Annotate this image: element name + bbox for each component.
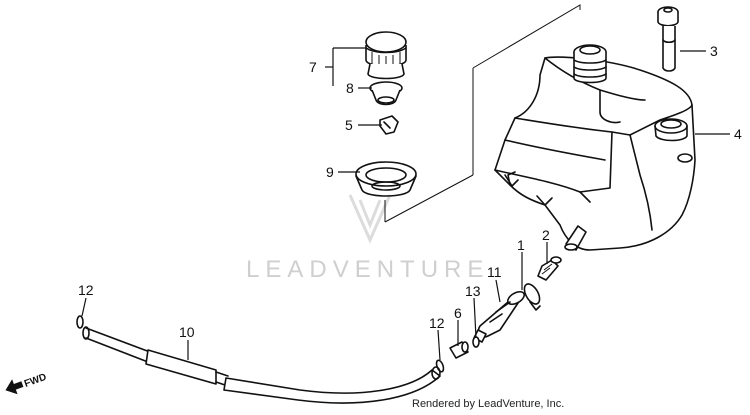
callout-12-right: 12 xyxy=(429,315,445,331)
callout-13: 13 xyxy=(465,283,481,299)
fuel-cap[interactable] xyxy=(365,31,407,80)
fuel-valve[interactable] xyxy=(473,289,526,343)
callout-9: 9 xyxy=(326,164,334,180)
fuel-filter[interactable] xyxy=(449,341,469,359)
callouts: 7 8 5 9 3 4 1 2 11 13 6 12 10 12 xyxy=(78,43,742,340)
leader-lines xyxy=(81,47,730,361)
callout-6: 6 xyxy=(454,305,462,321)
exploded-view-lines xyxy=(384,4,581,223)
callout-10: 10 xyxy=(179,324,195,340)
callout-3: 3 xyxy=(710,43,718,59)
watermark: LEADVENTURE xyxy=(246,194,489,283)
hose-clip-12-left[interactable] xyxy=(76,315,84,329)
forward-direction-indicator: FWD xyxy=(5,372,48,395)
watermark-logo xyxy=(348,194,392,244)
cap-gasket[interactable] xyxy=(369,81,403,106)
callout-8: 8 xyxy=(346,80,354,96)
forward-label: FWD xyxy=(23,372,48,390)
hose-clip-13[interactable] xyxy=(472,336,480,348)
render-credit: Rendered by LeadVenture, Inc. xyxy=(412,398,565,410)
callout-2: 2 xyxy=(542,227,550,243)
callout-7: 7 xyxy=(309,59,317,75)
fuel-gauge[interactable] xyxy=(657,6,679,72)
watermark-text: LEADVENTURE xyxy=(246,256,489,283)
callout-12-left: 12 xyxy=(78,282,94,298)
forward-arrow-icon xyxy=(5,379,24,395)
clip[interactable] xyxy=(379,115,399,135)
hose-clamp-1[interactable] xyxy=(521,281,542,311)
callout-1: 1 xyxy=(517,237,525,253)
filler-ring[interactable] xyxy=(355,161,417,197)
fuel-tube[interactable] xyxy=(82,326,441,404)
fuel-joint[interactable] xyxy=(537,256,562,281)
callout-5: 5 xyxy=(345,117,353,133)
fuel-tank[interactable] xyxy=(494,44,696,251)
callout-11: 11 xyxy=(487,264,502,280)
callout-4: 4 xyxy=(734,126,742,142)
